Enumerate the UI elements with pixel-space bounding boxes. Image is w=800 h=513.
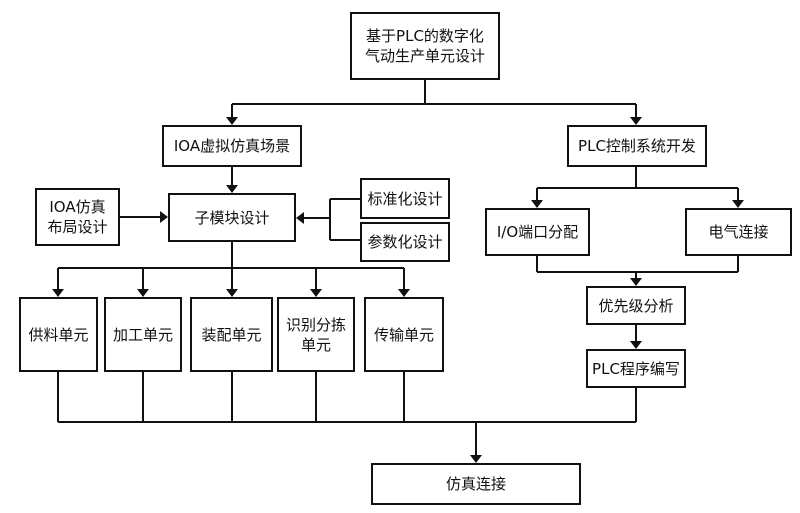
sim-connect-node: 仿真连接 [371, 463, 581, 505]
arrowhead [470, 455, 482, 463]
plc-dev-node: PLC控制系统开发 [567, 125, 707, 167]
arrowhead [226, 185, 238, 193]
plc-program-node: PLC程序编写 [586, 349, 686, 388]
arrowhead [296, 212, 304, 224]
ioa-scene-node: IOA虚拟仿真场景 [162, 125, 302, 167]
ioa-layout-node: IOA仿真 布局设计 [35, 188, 120, 246]
unit-sort-node: 识别分拣 单元 [277, 297, 355, 372]
arrowhead [398, 289, 410, 297]
arrowhead [226, 289, 238, 297]
arrowhead [160, 211, 168, 223]
arrowhead [732, 200, 744, 208]
unit-transfer-node: 传输单元 [364, 297, 444, 372]
arrowhead [226, 117, 238, 125]
standardize-node: 标准化设计 [360, 178, 450, 219]
submodule-node: 子模块设计 [168, 193, 296, 242]
arrowhead [52, 289, 64, 297]
unit-supply-node: 供料单元 [19, 297, 98, 372]
arrowhead [630, 341, 642, 349]
arrowhead [630, 278, 642, 286]
io-assign-node: I/O端口分配 [485, 208, 590, 256]
unit-process-node: 加工单元 [104, 297, 182, 372]
electrical-node: 电气连接 [685, 208, 792, 256]
root-node: 基于PLC的数字化 气动生产单元设计 [350, 12, 500, 80]
arrowhead [137, 289, 149, 297]
priority-node: 优先级分析 [586, 286, 686, 325]
parameterize-node: 参数化设计 [360, 222, 450, 262]
arrowhead [531, 200, 543, 208]
arrowhead [630, 117, 642, 125]
unit-assembly-node: 装配单元 [190, 297, 273, 372]
arrowhead [310, 289, 322, 297]
